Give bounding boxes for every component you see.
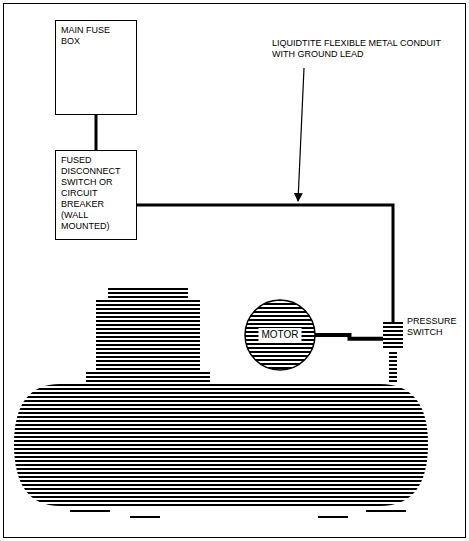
- box-label: MAIN FUSE BOX: [61, 25, 131, 47]
- leader-line: [298, 68, 304, 201]
- equipment-box: MAIN FUSE BOX: [55, 20, 137, 115]
- switch-outline: [383, 322, 403, 350]
- switch-label: PRESSURE SWITCH: [407, 316, 465, 338]
- pump-head: [108, 288, 188, 298]
- tank-foot: [70, 510, 110, 512]
- image-frame: [4, 4, 466, 538]
- wire-connector: [315, 335, 383, 339]
- pump-cylinder: [96, 300, 200, 382]
- tank-foot: [130, 516, 160, 518]
- tank-foot: [366, 510, 406, 512]
- switch-stem: [389, 350, 397, 384]
- box-label: FUSED DISCONNECT SWITCH OR CIRCUIT BREAK…: [61, 155, 131, 232]
- air-tank: [14, 384, 428, 506]
- callout-label: LIQUIDTITE FLEXIBLE METAL CONDUIT WITH G…: [272, 38, 458, 60]
- wire-connector: [95, 115, 98, 150]
- motor-circle: MOTOR: [244, 299, 316, 371]
- tank-foot: [318, 516, 348, 518]
- pressure-switch: PRESSURE SWITCH: [383, 322, 403, 350]
- motor-label: MOTOR: [258, 328, 301, 342]
- equipment-box: FUSED DISCONNECT SWITCH OR CIRCUIT BREAK…: [55, 150, 137, 240]
- pump-base: [86, 372, 210, 384]
